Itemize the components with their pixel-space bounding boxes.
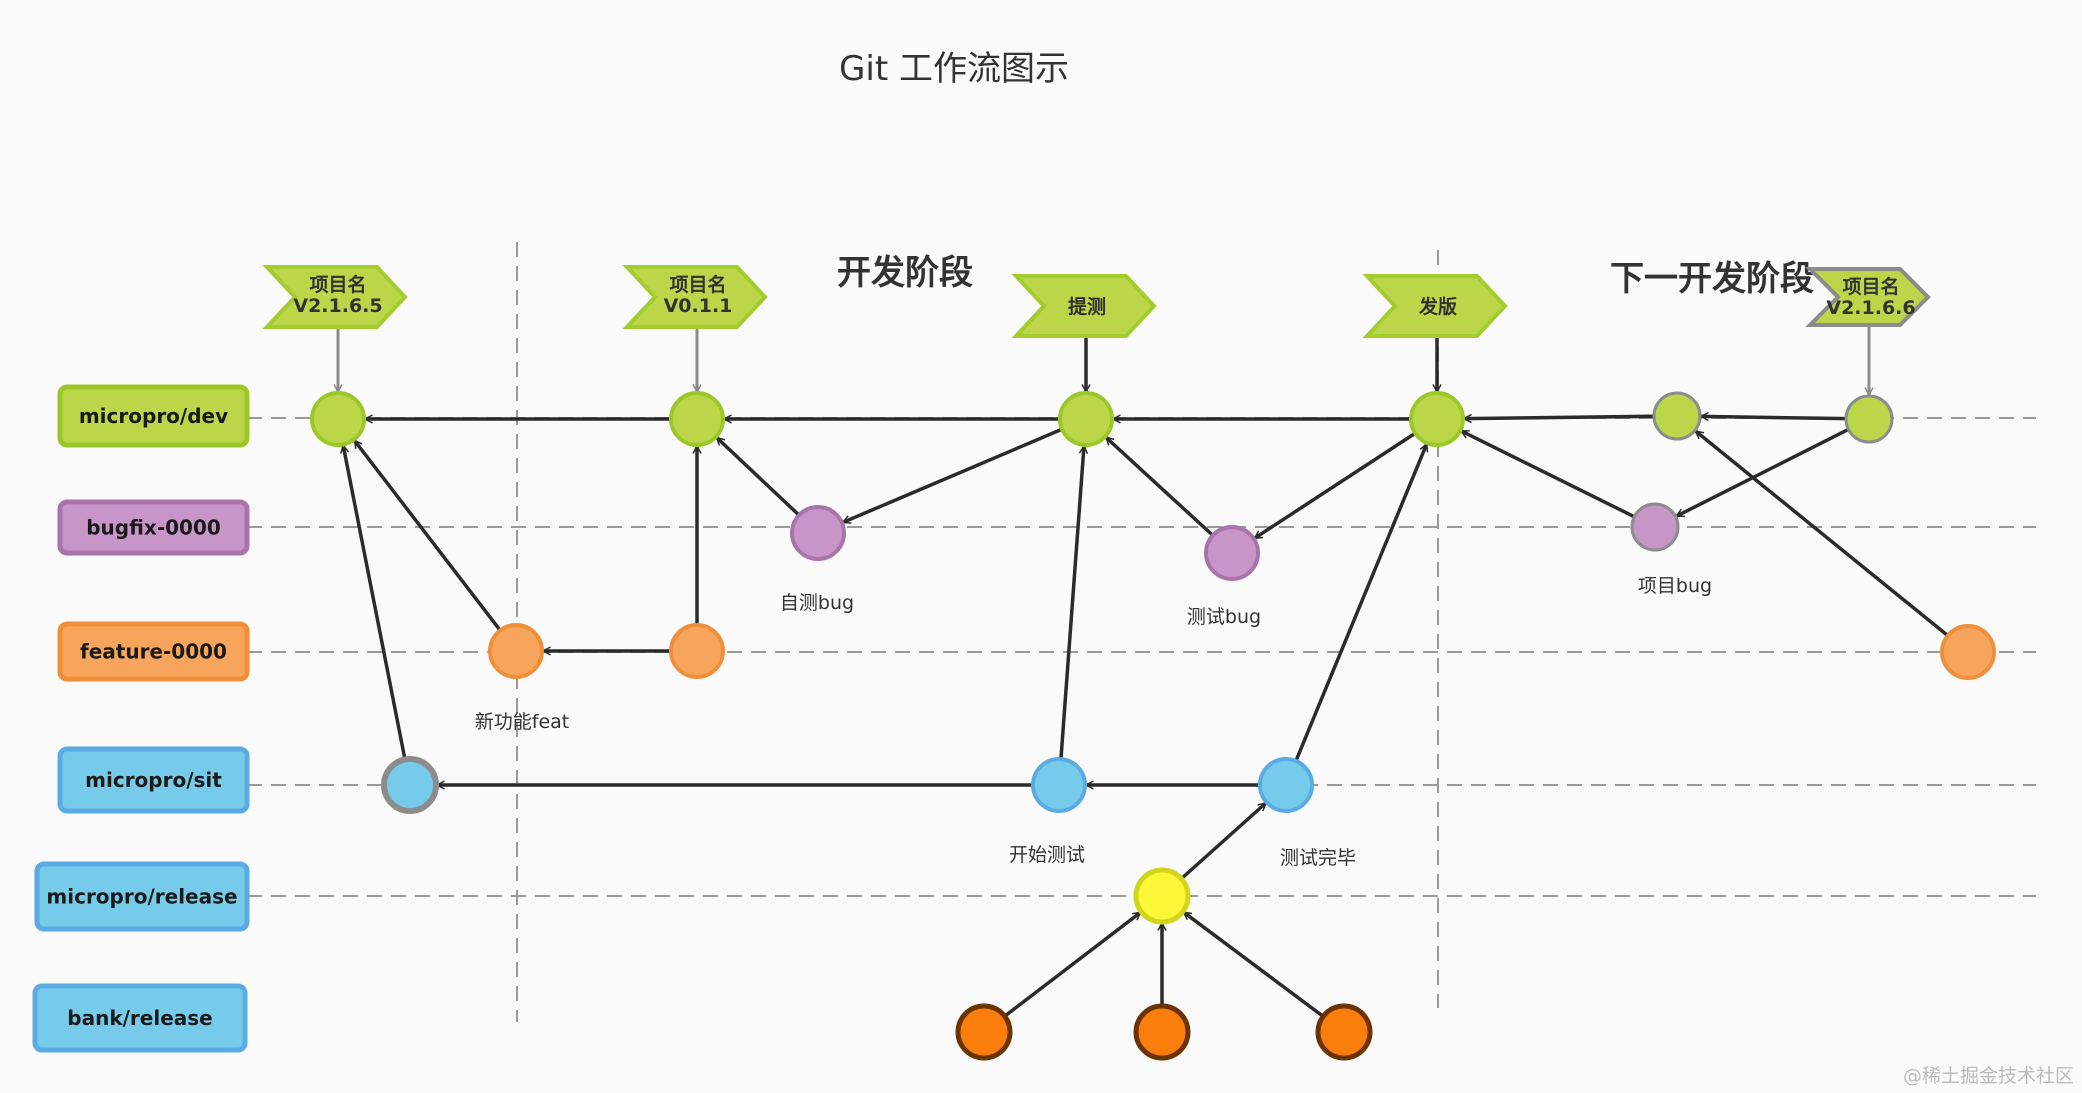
branch-label-bank[interactable]: bank/release xyxy=(32,983,248,1053)
branch-name: feature-0000 xyxy=(80,640,227,664)
branch-box xyxy=(57,499,250,556)
edge-bug3-to-dev4 xyxy=(1461,429,1637,520)
commit-edges xyxy=(343,416,1951,1020)
branch-name: micropro/release xyxy=(46,885,237,909)
branch-label-sit[interactable]: micropro/sit xyxy=(57,746,250,814)
edge-dev6-to-bug3 xyxy=(1676,426,1852,518)
branch-name: bugfix-0000 xyxy=(86,516,221,540)
tag-name: 发版 xyxy=(1418,295,1457,318)
branch-labels: micropro/dev bugfix-0000 feature-0000 micro… xyxy=(32,384,250,1053)
tag-flag-shape xyxy=(1805,267,1931,327)
commit-labels: 自测bug 测试bug 项目bug 新功能feat 开始测试 测试完毕 xyxy=(475,575,1712,869)
branch-box xyxy=(57,384,250,448)
commit-node-bug1[interactable] xyxy=(790,505,846,561)
commit-node-feat2[interactable] xyxy=(669,623,725,679)
tag-project-name: 项目名 xyxy=(1842,275,1899,298)
commit-node-sit2[interactable] xyxy=(1031,757,1087,813)
commit-label-sit2: 开始测试 xyxy=(1009,844,1085,866)
branch-box xyxy=(34,861,250,932)
commit-node-dev6[interactable] xyxy=(1844,394,1894,444)
commit-node-rel1[interactable] xyxy=(1133,867,1191,925)
commit-label-bug2: 测试bug xyxy=(1187,606,1261,628)
tag-submit-test[interactable]: 提测 xyxy=(1011,274,1157,338)
edge-rel1-to-sit3 xyxy=(1178,801,1266,882)
edge-bank3-to-rel1 xyxy=(1184,910,1326,1020)
branch-label-release[interactable]: micropro/release xyxy=(34,861,250,932)
branch-box xyxy=(57,621,250,682)
edge-feat3-to-dev5 xyxy=(1696,429,1951,639)
edge-dev6-to-dev5 xyxy=(1701,416,1849,418)
commit-node-bug2[interactable] xyxy=(1204,525,1260,581)
tag-name: 提测 xyxy=(1068,295,1106,318)
commit-label-sit3: 测试完毕 xyxy=(1280,847,1356,869)
edge-feat1-to-dev1 xyxy=(353,440,503,634)
branch-name: bank/release xyxy=(67,1006,212,1030)
branch-label-feature[interactable]: feature-0000 xyxy=(57,621,250,682)
commit-node-dev3[interactable] xyxy=(1058,391,1114,447)
commit-node-sit1[interactable] xyxy=(381,756,439,814)
edge-bank1-to-rel1 xyxy=(1002,911,1140,1019)
phase-label-dev: 开发阶段 xyxy=(837,253,973,293)
diagram-title: Git 工作流图示 xyxy=(839,49,1069,89)
tag-version: V2.1.6.5 xyxy=(293,295,382,317)
branch-box xyxy=(57,746,250,814)
commit-node-dev4[interactable] xyxy=(1409,391,1465,447)
watermark: @稀土掘金技术社区 xyxy=(1903,1065,2074,1087)
tag-pointers xyxy=(338,325,1869,395)
commit-node-sit3[interactable] xyxy=(1258,757,1314,813)
commit-nodes xyxy=(310,391,1996,1061)
edge-dev4-to-bug2 xyxy=(1255,430,1418,540)
edge-sit1-to-dev1 xyxy=(343,445,408,762)
edge-dev5-to-dev4 xyxy=(1464,416,1657,418)
commit-node-dev2[interactable] xyxy=(669,391,725,447)
tag-version: V0.1.1 xyxy=(664,295,733,317)
edge-bug2-to-dev3 xyxy=(1104,435,1216,539)
commit-node-bank3[interactable] xyxy=(1315,1003,1373,1061)
branch-name: micropro/dev xyxy=(79,404,228,428)
edge-bug1-to-dev2 xyxy=(715,436,802,518)
branch-name: micropro/sit xyxy=(85,768,222,792)
commit-label-feat1: 新功能feat xyxy=(475,711,569,733)
tag-flag-shape xyxy=(622,265,768,329)
branch-label-dev[interactable]: micropro/dev xyxy=(57,384,250,448)
branch-box xyxy=(32,983,248,1053)
branch-label-bugfix[interactable]: bugfix-0000 xyxy=(57,499,250,556)
edge-dev3-to-bug1 xyxy=(843,426,1065,525)
commit-node-dev1[interactable] xyxy=(310,391,366,447)
commit-node-bank1[interactable] xyxy=(955,1003,1013,1061)
tag-version: V2.1.6.6 xyxy=(1826,297,1915,319)
commit-node-feat3[interactable] xyxy=(1940,624,1996,680)
tag-flag-shape xyxy=(1362,274,1508,338)
commit-label-bug3: 项目bug xyxy=(1638,575,1712,597)
edge-sit2-to-dev3 xyxy=(1059,446,1084,762)
tag-release[interactable]: 发版 xyxy=(1362,274,1508,338)
tag-project-name: 项目名 xyxy=(309,273,366,296)
tag-flag-shape xyxy=(262,265,408,329)
commit-node-dev5[interactable] xyxy=(1652,391,1702,441)
commit-node-bank2[interactable] xyxy=(1133,1003,1191,1061)
tag-flag-shape xyxy=(1011,274,1157,338)
commit-node-bug3[interactable] xyxy=(1630,502,1680,552)
commit-label-bug1: 自测bug xyxy=(780,592,854,614)
commit-node-feat1[interactable] xyxy=(488,623,544,679)
edge-sit3-to-dev4 xyxy=(1293,444,1429,764)
tag-project-name: 项目名 xyxy=(669,273,726,296)
phase-label-next-dev: 下一开发阶段 xyxy=(1610,259,1814,299)
